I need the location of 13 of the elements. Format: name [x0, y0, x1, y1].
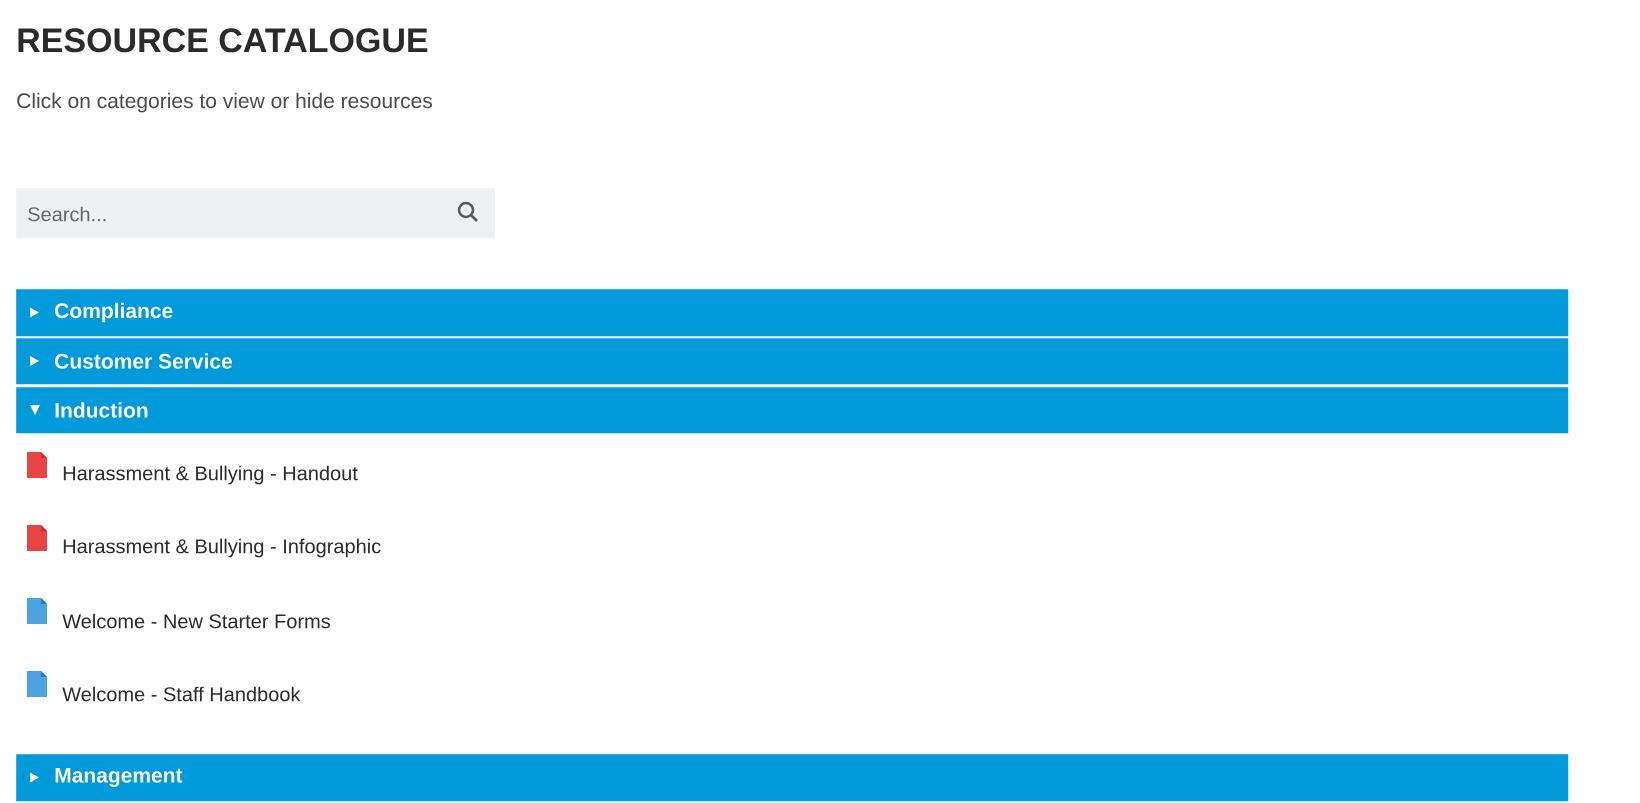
node-label: Compliance	[55, 302, 173, 323]
category-bar: Customer Service	[16, 338, 1569, 385]
resource-link: Welcome - Staff Handbook	[62, 686, 301, 702]
subtitle: Click on categories to view or hide resources	[17, 92, 433, 113]
page-title: RESOURCE CATALOGUE	[18, 28, 428, 53]
node-label: Customer Service	[55, 353, 233, 369]
category-bar: Compliance	[16, 289, 1569, 337]
resource-link: Welcome - New Starter Forms	[62, 613, 330, 629]
resource-link: Harassment & Bullying - Handout	[63, 465, 358, 485]
search-field: Search...	[16, 188, 496, 239]
category-bar: Management	[16, 754, 1569, 802]
category-bar: Induction	[16, 387, 1569, 434]
resource-link: Harassment & Bullying - Infographic	[63, 538, 381, 558]
